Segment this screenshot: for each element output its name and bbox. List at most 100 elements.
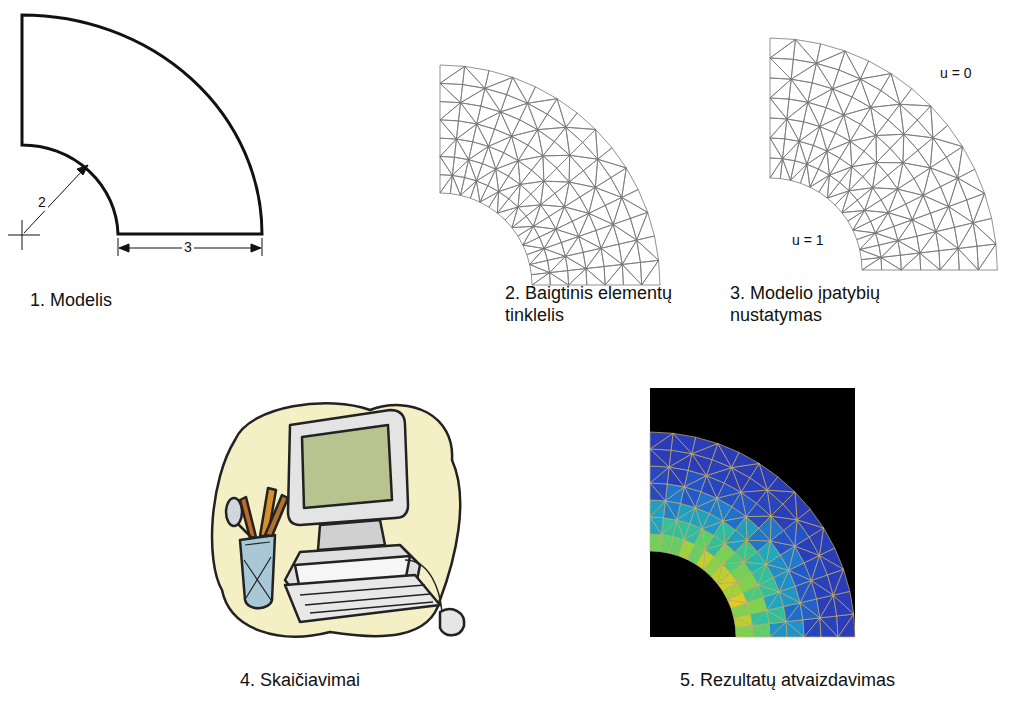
mesh-element — [827, 191, 849, 205]
mesh-element — [845, 51, 869, 79]
mesh-element — [930, 157, 957, 178]
mesh-element — [877, 148, 903, 162]
mesh-element — [461, 88, 485, 106]
mesh-element — [770, 98, 789, 119]
mesh-element — [853, 210, 871, 230]
mesh-element — [650, 535, 662, 552]
mesh-element — [477, 112, 501, 129]
mesh-element — [917, 106, 933, 138]
mesh-element — [918, 138, 933, 168]
mesh-element — [860, 61, 891, 79]
mesh-element — [550, 271, 569, 285]
mesh-element — [541, 181, 555, 205]
mesh-element — [583, 129, 598, 159]
mesh-element — [555, 182, 569, 207]
mesh-element — [967, 193, 985, 222]
mesh-element — [787, 119, 804, 141]
mesh-element — [767, 490, 795, 504]
mesh-element — [508, 161, 520, 185]
mesh-element — [518, 226, 533, 245]
mesh-element — [547, 99, 565, 128]
mesh-element — [770, 58, 793, 79]
mesh-element — [568, 269, 586, 285]
mesh-element — [904, 120, 933, 138]
mesh-element — [543, 156, 557, 181]
mesh-element — [533, 205, 548, 226]
mesh-element — [544, 229, 561, 248]
mesh-element — [531, 181, 544, 205]
mesh-element — [650, 500, 665, 517]
mesh-element — [770, 138, 785, 159]
mesh-element — [440, 120, 458, 139]
mesh-element — [662, 518, 677, 535]
mesh-element — [769, 622, 786, 637]
mesh-element — [912, 213, 936, 232]
mesh-element — [485, 71, 513, 89]
mesh-element — [440, 83, 463, 102]
mesh-element — [650, 466, 669, 483]
mesh-element — [857, 188, 872, 211]
mesh-element — [507, 77, 528, 103]
mesh-element — [640, 260, 658, 285]
mesh-element — [613, 197, 630, 224]
mesh-element — [440, 65, 465, 83]
mesh-element — [890, 134, 904, 163]
mesh-element — [900, 104, 917, 134]
mesh-element — [898, 220, 917, 241]
mesh-element — [853, 221, 876, 233]
mesh-element — [440, 139, 456, 157]
mesh-element — [544, 181, 569, 193]
mesh-element — [512, 130, 538, 145]
mesh-element — [789, 79, 808, 102]
mesh-element — [565, 236, 583, 256]
mesh-element — [465, 66, 489, 88]
dimension-lines — [8, 165, 262, 256]
mesh-element — [881, 189, 897, 213]
mesh-element — [783, 159, 795, 181]
mesh-element — [770, 138, 783, 159]
mesh-element — [622, 262, 641, 285]
mesh-element — [850, 136, 876, 152]
mesh-element — [650, 483, 665, 501]
mesh-element — [904, 134, 933, 150]
mesh-element — [816, 51, 845, 70]
mesh-element — [622, 240, 640, 264]
mesh-element — [527, 249, 544, 265]
mesh-element — [770, 58, 791, 79]
mesh-element — [791, 63, 816, 82]
mesh-element — [598, 148, 627, 168]
mesh-element — [544, 168, 569, 182]
mesh-element — [876, 136, 890, 163]
mesh-element — [827, 133, 850, 151]
mesh-element — [489, 192, 499, 213]
mesh-element — [596, 129, 612, 159]
mesh-element — [579, 236, 601, 252]
mesh-element — [456, 139, 472, 160]
mesh-element — [795, 39, 820, 63]
mesh-element — [900, 104, 931, 120]
mesh-element — [912, 220, 936, 236]
mesh-element — [808, 89, 833, 108]
mesh-element — [440, 156, 454, 175]
mesh-element — [556, 229, 579, 242]
mesh-element — [931, 106, 948, 138]
mesh-element — [844, 107, 871, 124]
mesh-element — [839, 51, 861, 79]
mesh-element — [566, 127, 596, 142]
mesh-element — [795, 492, 810, 520]
mesh-element — [818, 151, 829, 175]
mesh-element — [692, 437, 718, 454]
computer-clipart — [212, 403, 464, 636]
mesh-element — [888, 213, 912, 227]
mesh-element — [650, 517, 663, 535]
mesh-element — [900, 253, 919, 270]
mesh-element — [512, 136, 528, 160]
mesh-element — [583, 248, 601, 268]
mesh-element — [833, 79, 861, 97]
mesh-element — [770, 159, 783, 179]
mesh-element — [844, 115, 861, 141]
mesh-element — [770, 118, 787, 138]
mesh-element — [523, 226, 539, 245]
mesh-element — [876, 120, 904, 136]
